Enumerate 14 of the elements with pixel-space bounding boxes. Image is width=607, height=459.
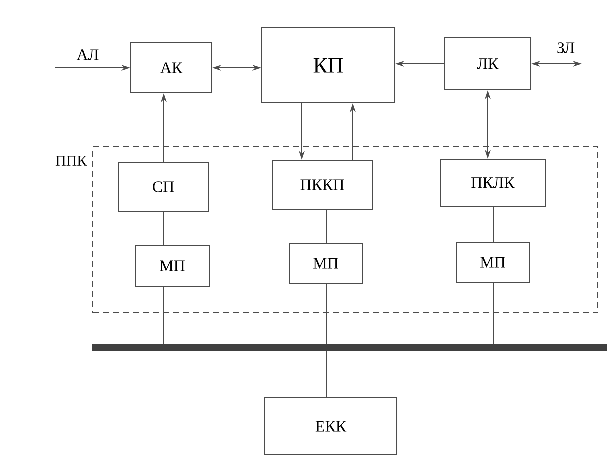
bus-bar [92, 344, 607, 352]
edge-label: ЗЛ [556, 42, 576, 54]
block-box: СП [118, 162, 209, 212]
block-box: КП [262, 28, 396, 104]
block-box: МП [456, 242, 530, 283]
block-box: МП [289, 243, 363, 284]
node-label: ППК [56, 156, 88, 166]
block-box: АК [130, 42, 212, 94]
block-box: ПКЛК [440, 159, 546, 207]
block-box: МП [135, 245, 210, 287]
block-box: ЕКК [264, 398, 398, 456]
block-box: ПККП [272, 160, 373, 210]
block-box: ЛК [444, 38, 532, 90]
edge-label: АЛ [76, 48, 100, 62]
